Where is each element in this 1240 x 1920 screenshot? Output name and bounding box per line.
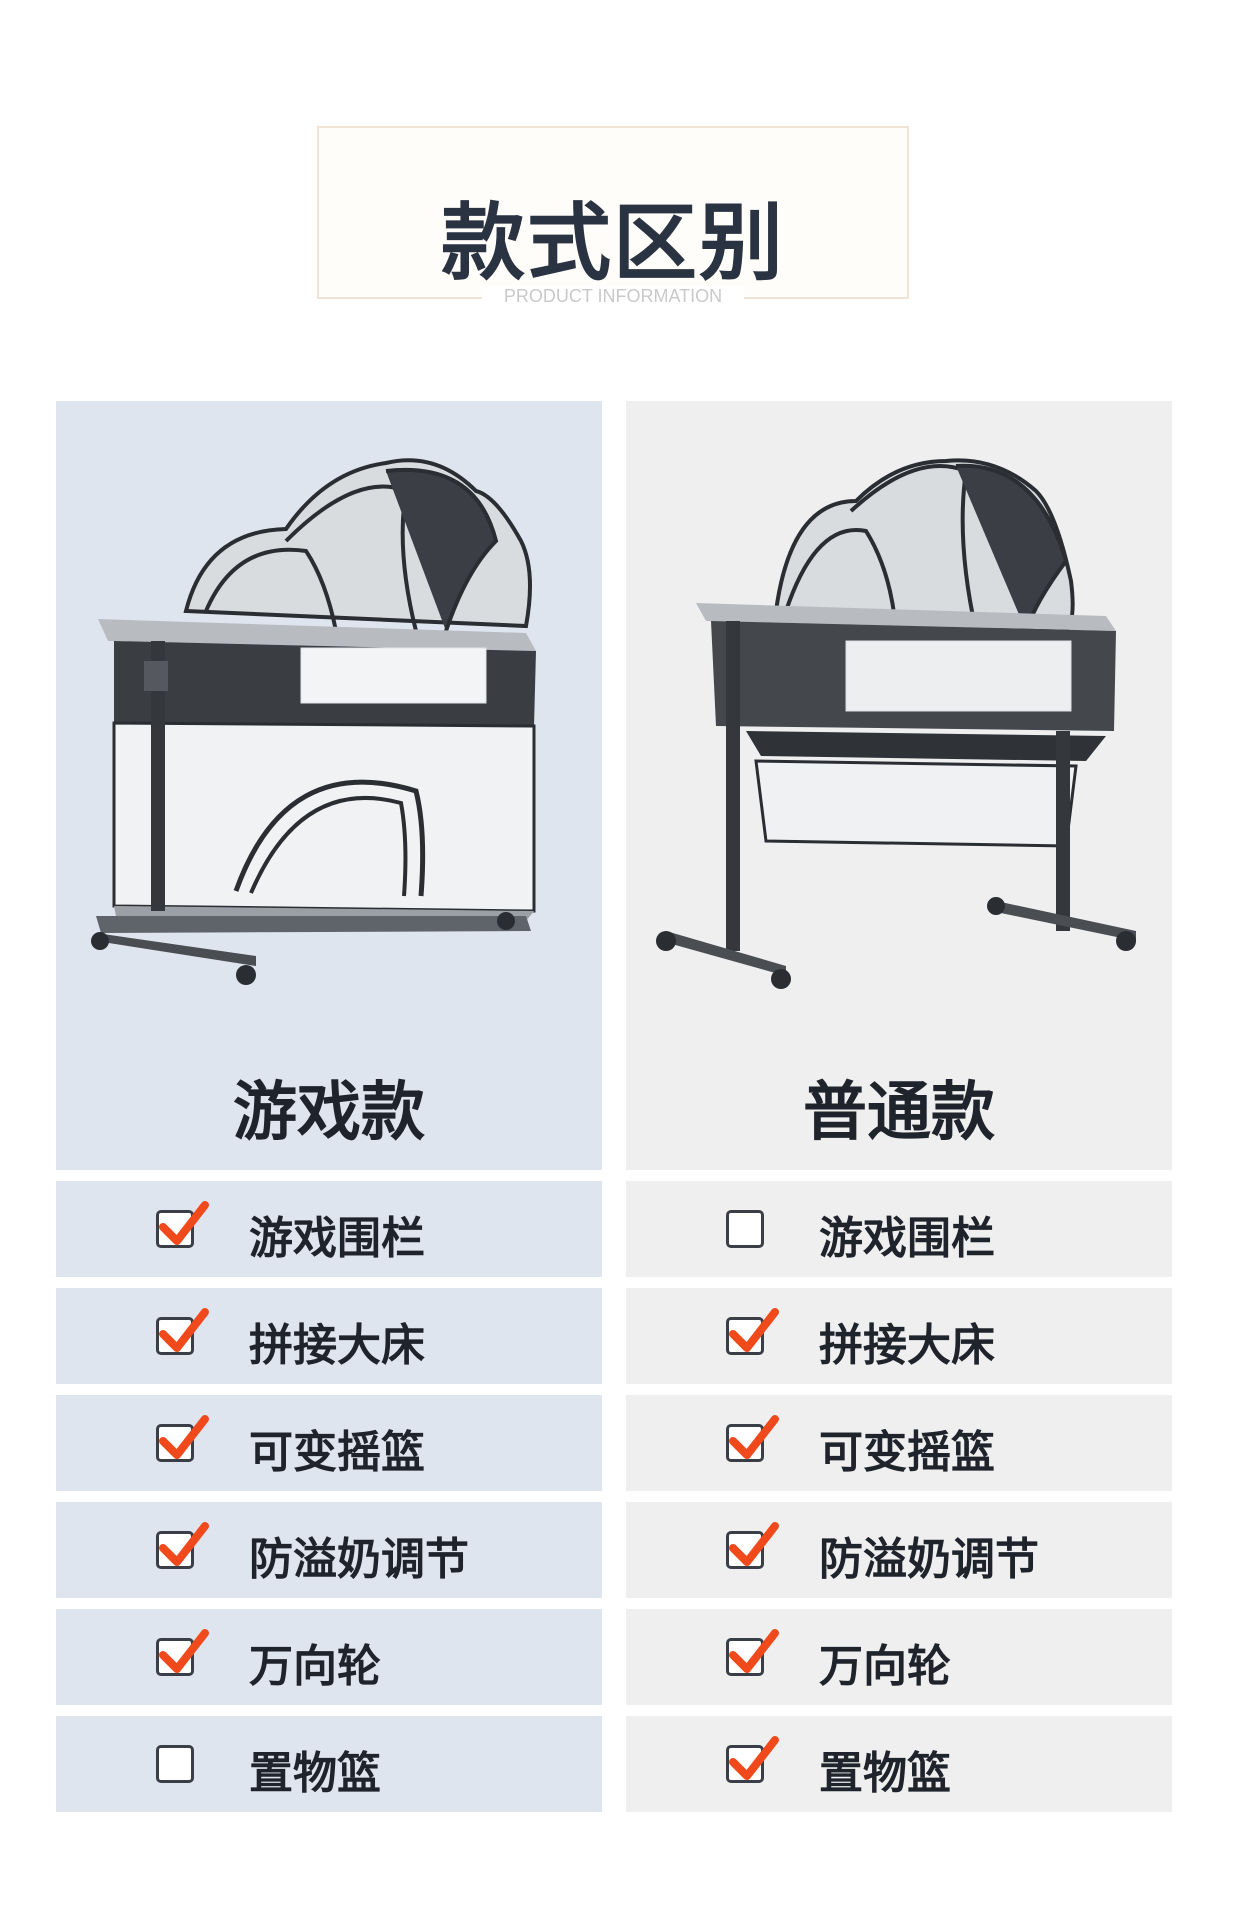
feature-row: 可变摇篮 — [626, 1395, 1172, 1491]
page-title: 款式区别 — [440, 194, 785, 292]
checkmark-icon — [729, 1308, 779, 1352]
checkbox — [726, 1308, 779, 1355]
feature-row: 可变摇篮 — [56, 1395, 602, 1491]
checkmark-icon — [159, 1201, 209, 1245]
checkbox — [156, 1629, 209, 1676]
feature-row: 游戏围栏 — [56, 1181, 602, 1277]
feature-row: 防溢奶调节 — [626, 1502, 1172, 1598]
crib-image-standard — [656, 458, 1136, 989]
feature-label: 万向轮 — [249, 1641, 381, 1692]
feature-row: 防溢奶调节 — [56, 1502, 602, 1598]
feature-row: 万向轮 — [56, 1609, 602, 1705]
feature-label: 防溢奶调节 — [249, 1534, 469, 1585]
variant-hero-play: 游戏款 — [56, 401, 602, 1170]
feature-label: 可变摇篮 — [819, 1427, 995, 1478]
feature-row: 游戏围栏 — [626, 1181, 1172, 1277]
checkbox — [726, 1736, 779, 1783]
checkbox — [156, 1308, 209, 1355]
feature-label: 防溢奶调节 — [819, 1534, 1039, 1585]
checkmark-icon — [159, 1308, 209, 1352]
variant-name: 普通款 — [803, 1076, 995, 1150]
feature-row: 万向轮 — [626, 1609, 1172, 1705]
checkmark-icon — [159, 1415, 209, 1459]
variant-hero-standard: 普通款 — [626, 401, 1172, 1170]
checkbox-empty — [156, 1745, 194, 1783]
feature-label: 可变摇篮 — [249, 1427, 425, 1478]
checkbox — [726, 1415, 779, 1462]
feature-label: 游戏围栏 — [249, 1213, 425, 1264]
checkmark-icon — [729, 1415, 779, 1459]
checkbox — [726, 1629, 779, 1676]
variant-column-play: 游戏款 游戏围栏 拼接大床 可变摇篮 防溢奶调节 万向轮 置物篮 — [56, 401, 602, 1812]
checkmark-icon — [729, 1629, 779, 1673]
feature-row: 置物篮 — [626, 1716, 1172, 1812]
variant-name: 游戏款 — [233, 1076, 425, 1150]
subtitle-text: PRODUCT INFORMATION — [481, 286, 745, 306]
checkbox-empty — [726, 1210, 764, 1248]
checkbox — [156, 1522, 209, 1569]
feature-label: 拼接大床 — [819, 1320, 995, 1371]
checkbox — [156, 1415, 209, 1462]
crib-image-play — [91, 458, 536, 985]
title-box: 款式区别 — [317, 126, 909, 299]
feature-row: 拼接大床 — [56, 1288, 602, 1384]
checkbox — [726, 1522, 779, 1569]
feature-label: 拼接大床 — [249, 1320, 425, 1371]
feature-row: 拼接大床 — [626, 1288, 1172, 1384]
checkmark-icon — [729, 1522, 779, 1566]
feature-row: 置物篮 — [56, 1716, 602, 1812]
page-subtitle: PRODUCT INFORMATION — [317, 286, 909, 307]
checkbox — [156, 1201, 209, 1248]
feature-label: 置物篮 — [819, 1748, 951, 1799]
checkmark-icon — [159, 1629, 209, 1673]
feature-label: 置物篮 — [249, 1748, 381, 1799]
checkmark-icon — [159, 1522, 209, 1566]
feature-label: 游戏围栏 — [819, 1213, 995, 1264]
checkmark-icon — [729, 1736, 779, 1780]
variant-column-standard: 普通款 游戏围栏 拼接大床 可变摇篮 防溢奶调节 万向轮 置物篮 — [626, 401, 1172, 1812]
feature-label: 万向轮 — [819, 1641, 951, 1692]
